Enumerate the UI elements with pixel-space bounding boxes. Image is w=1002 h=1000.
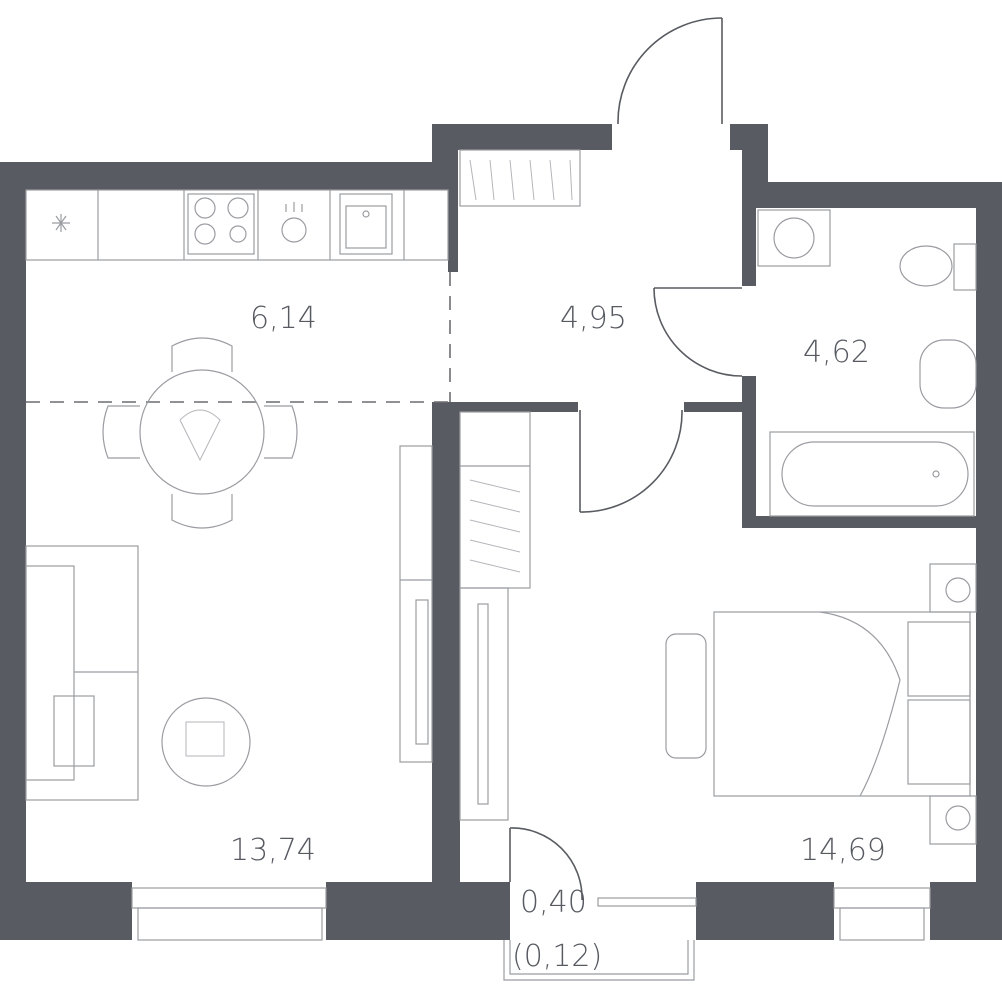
bed xyxy=(665,563,977,845)
balcony-reduced-area: (0,12) xyxy=(512,939,602,974)
walls xyxy=(0,124,1002,940)
bathroom-area: 4,62 xyxy=(803,335,870,370)
kitchen-area: 6,14 xyxy=(250,301,317,336)
hallway-area: 4,95 xyxy=(560,301,627,336)
balcony-outline xyxy=(503,940,695,981)
dining-table xyxy=(102,337,298,529)
windows xyxy=(131,887,931,941)
balcony-area: 0,40 xyxy=(520,885,587,920)
hallway-wardrobe xyxy=(459,149,581,207)
doors xyxy=(509,17,743,901)
kitchen-furniture xyxy=(25,189,451,403)
bedroom-area: 14,69 xyxy=(800,833,886,868)
bedroom-wardrobe xyxy=(459,411,531,821)
living-room-area: 13,74 xyxy=(230,833,316,868)
bathroom-fixtures xyxy=(757,209,977,517)
area-labels: 6,14 4,95 4,62 13,74 14,69 0,40 (0,12) xyxy=(230,301,886,974)
living-furniture xyxy=(25,445,433,801)
